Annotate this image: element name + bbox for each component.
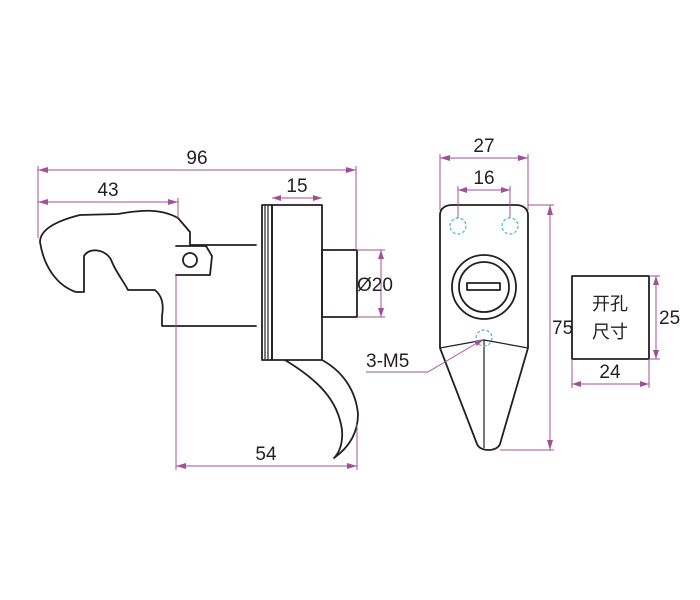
front-view (439, 204, 529, 451)
dim-54: 54 (255, 444, 277, 465)
cutout-rect (571, 275, 650, 360)
dim-16: 16 (473, 168, 494, 189)
front-plate (439, 204, 529, 451)
cutout-label-line1: 开孔 (592, 294, 628, 315)
hook-top-edge (177, 217, 257, 246)
flange (261, 204, 273, 361)
dim-3-m5: 3-M5 (366, 351, 409, 372)
shaft (321, 249, 358, 318)
dimension-labels: 96 43 15 Ø20 54 27 16 75 3-M5 25 24 (97, 136, 680, 465)
pivot-hole (182, 252, 198, 268)
key-cylinder-inner (458, 261, 510, 313)
screw-hole-bottom (475, 329, 493, 347)
cutout-label-line2: 尺寸 (592, 322, 628, 343)
key-slot (466, 282, 501, 291)
dim-diameter-20: Ø20 (357, 275, 393, 296)
screw-hole-left (449, 217, 467, 235)
dim-43: 43 (97, 180, 118, 201)
dim-75: 75 (552, 318, 573, 339)
side-view (39, 204, 359, 459)
dim-96: 96 (186, 148, 207, 169)
dim-27: 27 (473, 136, 494, 157)
key-cylinder-outer (451, 254, 517, 320)
dim-25: 25 (659, 308, 680, 329)
screw-hole-right (501, 217, 519, 235)
cutout-view: 开孔 尺寸 (571, 275, 650, 360)
dimension-lines (37, 154, 660, 470)
dim-24: 24 (599, 362, 621, 383)
hook-cam (39, 209, 257, 327)
dim-15: 15 (286, 176, 307, 197)
lock-body (271, 204, 323, 361)
pivot-lug (175, 245, 213, 276)
handle-lever (284, 359, 359, 459)
